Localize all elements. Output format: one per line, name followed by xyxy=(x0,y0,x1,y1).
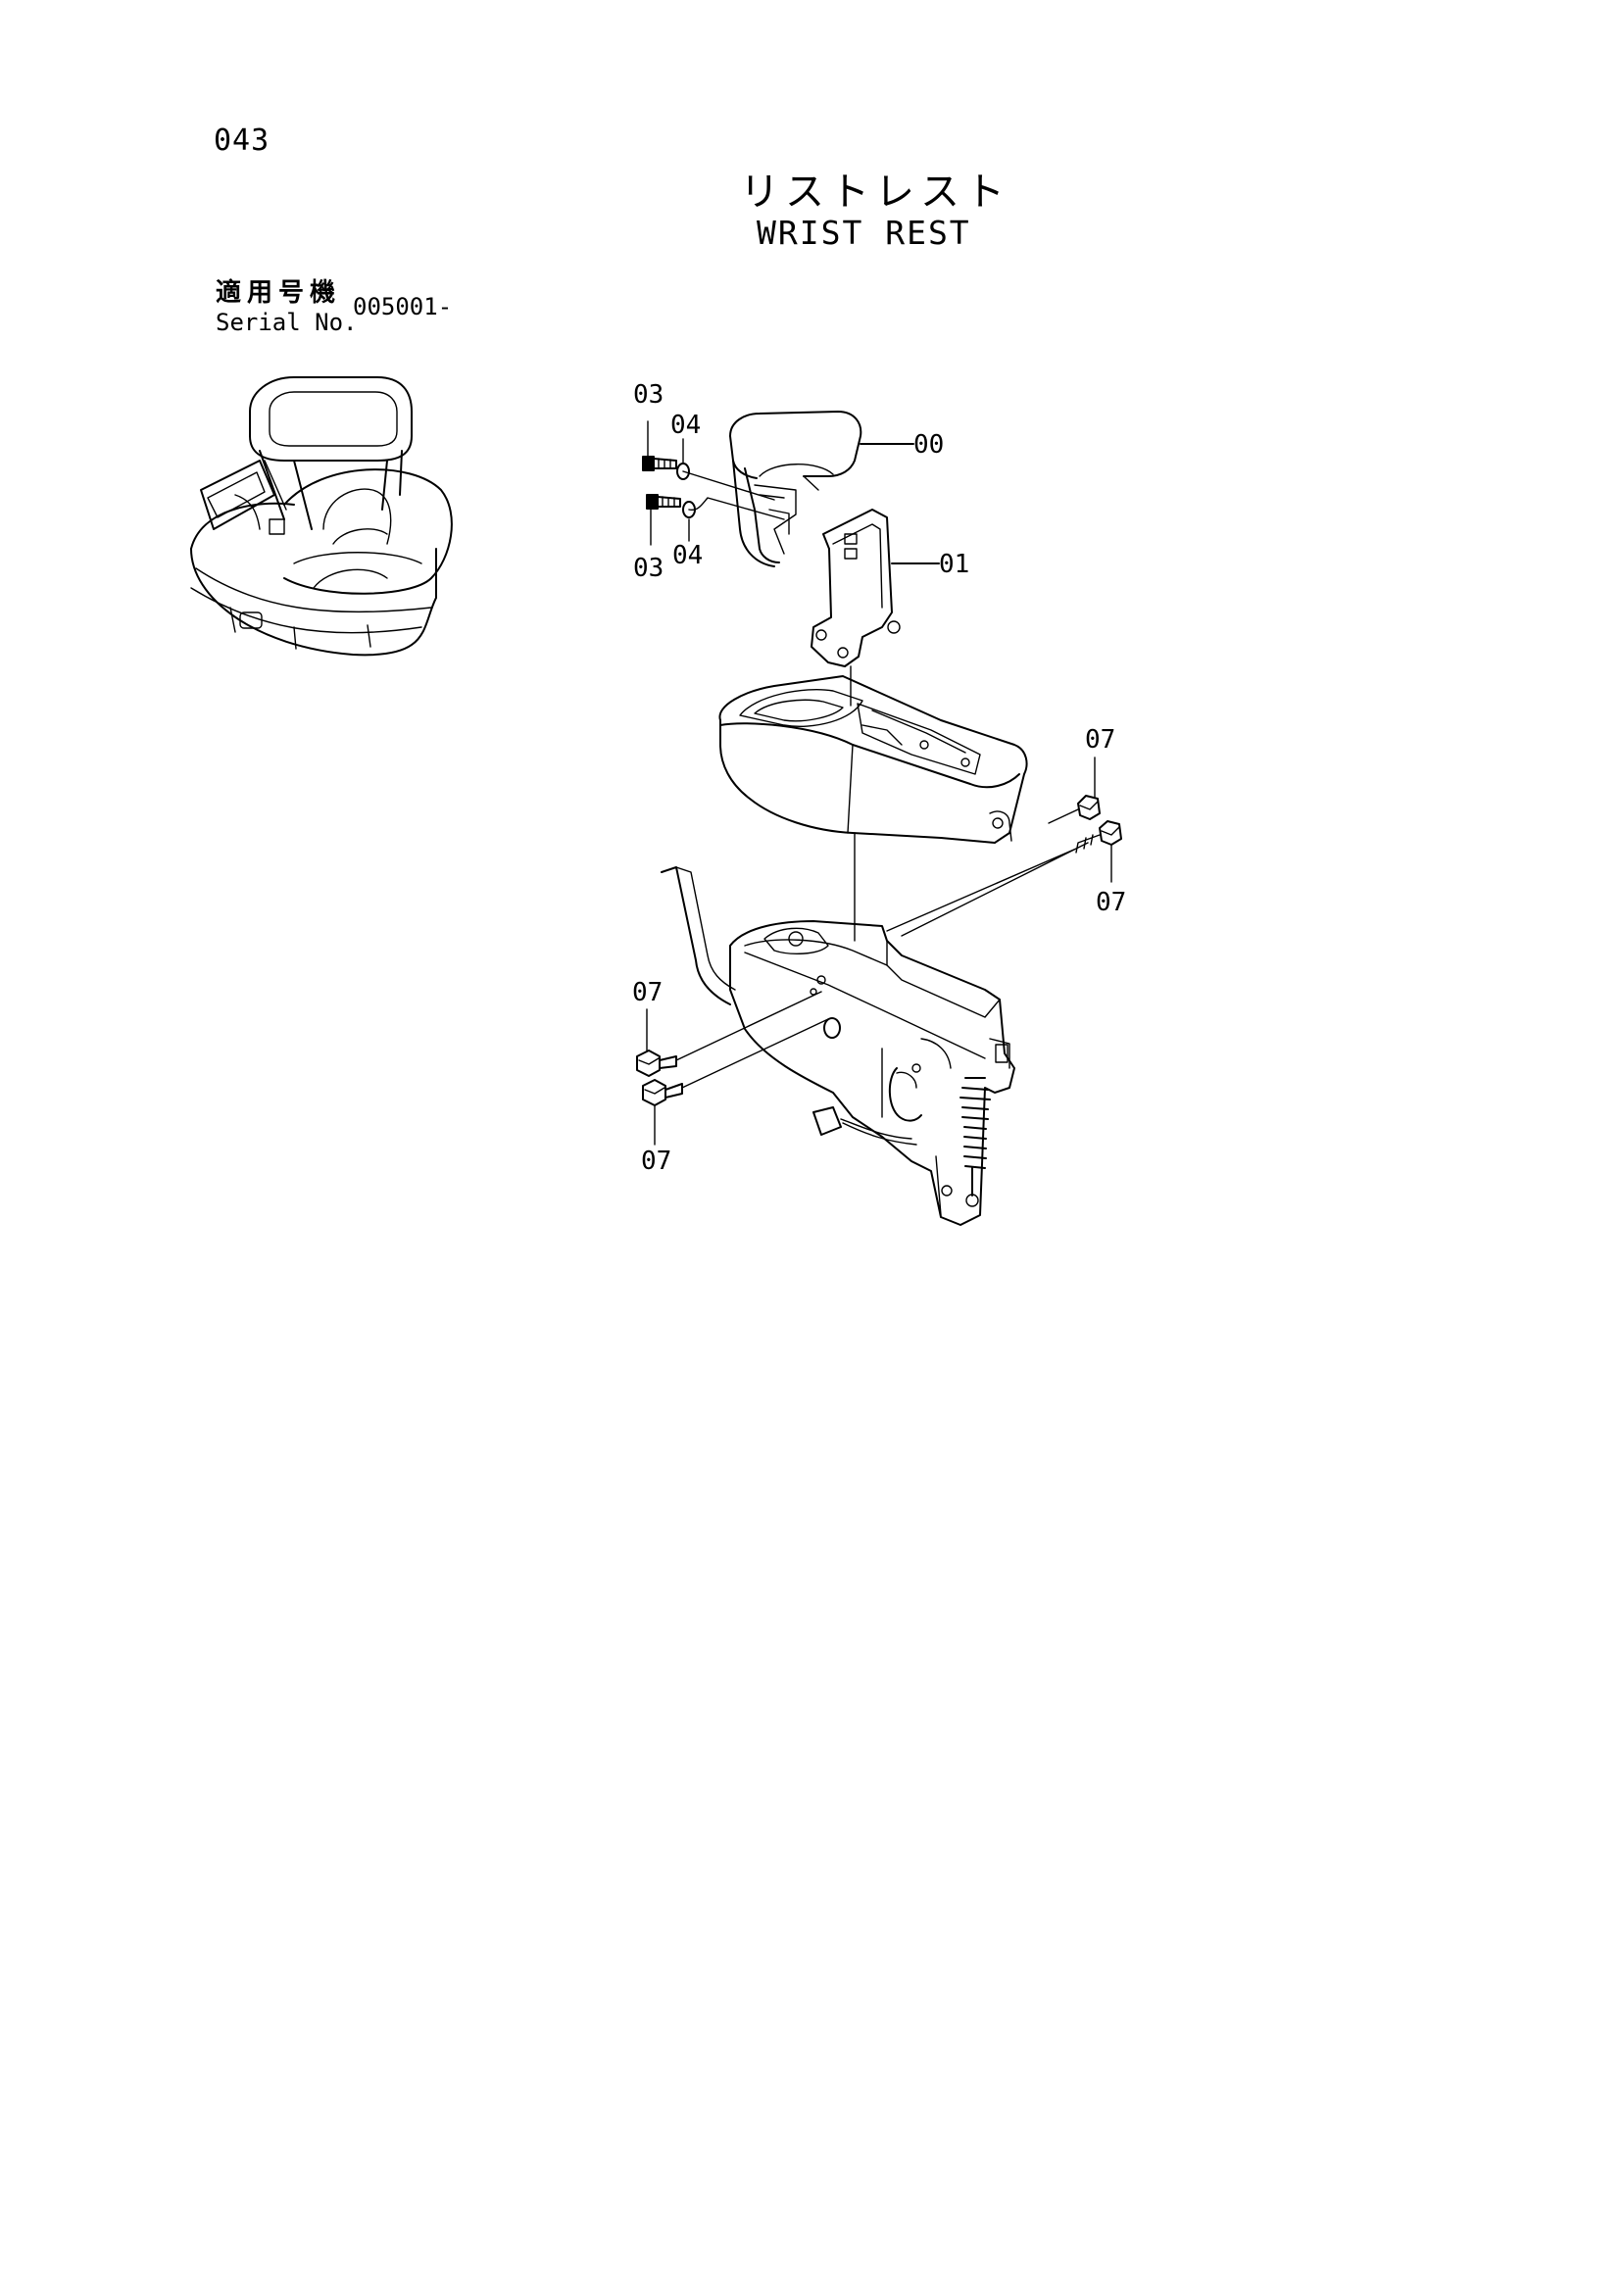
washer-04-top xyxy=(676,463,690,480)
page-title-japanese: リストレスト xyxy=(740,170,1010,215)
callout-03-bottom: 03 xyxy=(633,554,664,583)
bolt-03-top xyxy=(642,456,677,471)
exploded-view xyxy=(636,411,1122,1226)
callout-03-top: 03 xyxy=(633,380,664,410)
callout-07-left-top: 07 xyxy=(632,978,664,1007)
serial-label-japanese: 適用号機 xyxy=(216,278,342,308)
bracket xyxy=(811,509,901,667)
wrist-rest-pad xyxy=(729,411,862,567)
control-base xyxy=(729,920,1015,1226)
callout-00: 00 xyxy=(913,430,945,460)
control-lever xyxy=(661,866,731,1005)
bolt-07-left-top xyxy=(636,1050,677,1077)
console-cover xyxy=(718,675,1028,844)
serial-label: Serial No. xyxy=(216,309,358,336)
page-number: 043 xyxy=(214,123,270,158)
bolt-03-bottom xyxy=(646,494,681,510)
callout-04-top: 04 xyxy=(670,411,702,440)
callout-07-right-bottom: 07 xyxy=(1096,888,1127,917)
callout-04-bottom: 04 xyxy=(672,541,704,570)
machine-overview-thumbnail xyxy=(190,376,453,657)
callout-07-right-top: 07 xyxy=(1085,725,1116,755)
serial-number-range: 005001- xyxy=(353,293,453,320)
page-title: WRIST REST xyxy=(757,214,971,252)
callout-07-left-bottom: 07 xyxy=(641,1147,672,1176)
bolt-07-right-bottom xyxy=(1075,820,1122,854)
bolt-07-right-top xyxy=(1048,795,1101,824)
bolt-07-left-bottom xyxy=(642,1079,683,1106)
callout-01: 01 xyxy=(939,550,970,579)
